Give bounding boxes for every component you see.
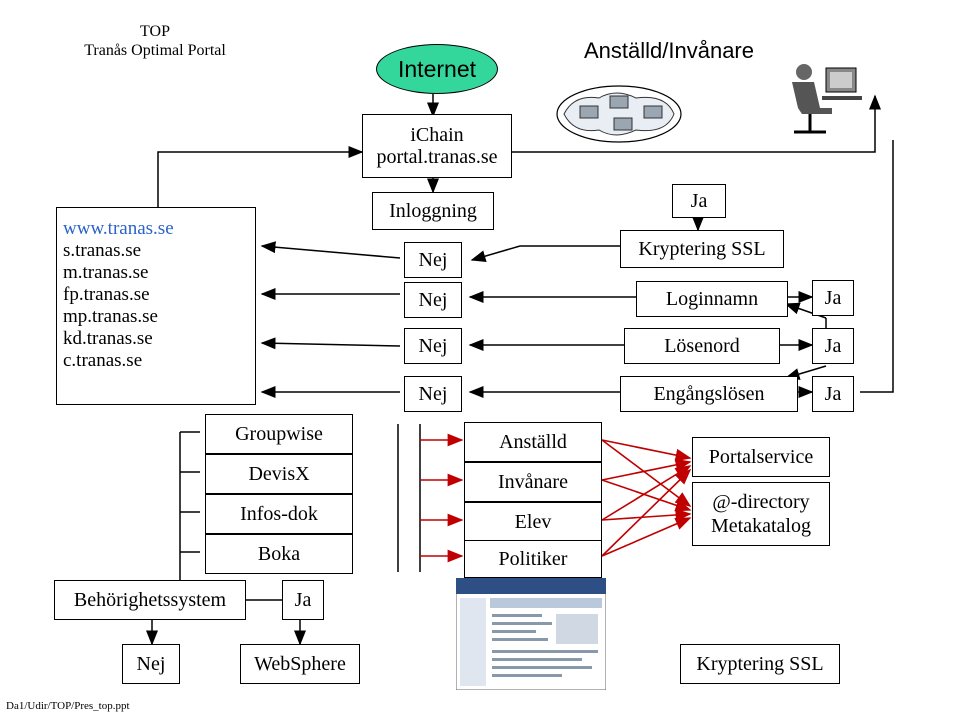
login-title: Inloggning [389, 199, 477, 222]
site-fp: fp.tranas.se [63, 284, 150, 305]
login-title-box: Inloggning [372, 192, 494, 230]
step-loginnamn-box: Loginnamn [636, 281, 788, 317]
user-computer-icon [792, 64, 862, 134]
step-losenord-label: Lösenord [664, 334, 740, 357]
site-mp: mp.tranas.se [63, 306, 158, 327]
app-infosdok-box: Infos-dok [205, 494, 353, 534]
sites-box: www.tranas.se s.tranas.se m.tranas.se fp… [56, 207, 256, 405]
bottom-nej-label: Nej [136, 652, 166, 675]
header-line2: Tranås Optimal Portal [84, 42, 226, 59]
app-boka: Boka [257, 542, 301, 565]
service-directory-line1: @-directory [712, 491, 810, 513]
nej-label-1: Nej [418, 248, 448, 271]
internet-node: Internet [376, 44, 498, 94]
service-portal: Portalservice [708, 445, 814, 468]
app-boka-box: Boka [205, 534, 353, 574]
header-title: TOP Tranås Optimal Portal [80, 22, 230, 60]
ja-top-label: Ja [690, 189, 708, 212]
site-kd: kd.tranas.se [63, 328, 153, 349]
step-losenord-box: Lösenord [624, 328, 780, 364]
role-elev: Elev [514, 510, 552, 533]
site-s: s.tranas.se [63, 240, 142, 261]
bottom-nej-box: Nej [122, 644, 180, 684]
role-politiker-box: Politiker [464, 540, 602, 578]
ja-label-2: Ja [824, 334, 842, 357]
ja-label-3: Ja [824, 382, 842, 405]
ichain-title: iChain [410, 124, 464, 146]
ja-box-1: Ja [812, 280, 854, 316]
bottom-ja-label: Ja [294, 588, 312, 611]
app-devisx: DevisX [248, 462, 310, 485]
network-cloud-icon [556, 85, 682, 143]
site-c: c.tranas.se [63, 350, 143, 371]
nej-box-4: Nej [404, 376, 462, 412]
step-ssl-label: Kryptering SSL [638, 237, 766, 260]
nej-box-2: Nej [404, 282, 462, 318]
service-directory-box: @-directory Metakatalog [692, 482, 830, 546]
service-portal-box: Portalservice [692, 437, 830, 477]
internet-label: Internet [398, 55, 476, 82]
ja-label-1: Ja [824, 286, 842, 309]
role-politiker: Politiker [498, 547, 568, 570]
site-www[interactable]: www.tranas.se [63, 218, 174, 239]
step-ssl-box: Kryptering SSL [620, 230, 784, 268]
footer-filename: Da1/Udir/TOP/Pres_top.ppt [6, 700, 130, 712]
ja-top-box: Ja [672, 184, 726, 218]
step-loginnamn-label: Loginnamn [665, 287, 759, 310]
service-directory-line2: Metakatalog [711, 515, 811, 537]
site-m: m.tranas.se [63, 262, 149, 283]
websphere-label: WebSphere [254, 652, 346, 675]
app-groupwise-box: Groupwise [205, 414, 353, 454]
nej-box-1: Nej [404, 242, 462, 278]
step-engangslosen-label: Engångslösen [653, 382, 765, 405]
role-anstalld-box: Anställd [464, 422, 602, 462]
ichain-host: portal.tranas.se [376, 146, 498, 168]
bottom-ja-box: Ja [282, 580, 324, 620]
portal-screenshot-thumbnail [456, 578, 606, 690]
bottom-ssl-box: Kryptering SSL [680, 644, 840, 684]
nej-label-3: Nej [418, 334, 448, 357]
behorighet-box: Behörighetssystem [54, 580, 246, 620]
websphere-box: WebSphere [240, 644, 360, 684]
role-elev-box: Elev [464, 502, 602, 542]
nej-label-2: Nej [418, 288, 448, 311]
nej-box-3: Nej [404, 328, 462, 364]
role-anstalld: Anställd [499, 430, 567, 453]
ja-box-3: Ja [812, 376, 854, 412]
app-groupwise: Groupwise [235, 422, 323, 445]
app-devisx-box: DevisX [205, 454, 353, 494]
user-title: Anställd/Invånare [584, 38, 754, 63]
step-engangslosen-box: Engångslösen [620, 376, 798, 412]
ichain-box: iChain portal.tranas.se [362, 114, 512, 178]
bottom-ssl-label: Kryptering SSL [696, 652, 824, 675]
app-infosdok: Infos-dok [240, 502, 318, 525]
behorighet-label: Behörighetssystem [73, 588, 227, 611]
header-line1: TOP [140, 23, 170, 40]
role-invanare: Invånare [498, 470, 568, 493]
ja-box-2: Ja [812, 328, 854, 364]
role-invanare-box: Invånare [464, 462, 602, 502]
nej-label-4: Nej [418, 382, 448, 405]
